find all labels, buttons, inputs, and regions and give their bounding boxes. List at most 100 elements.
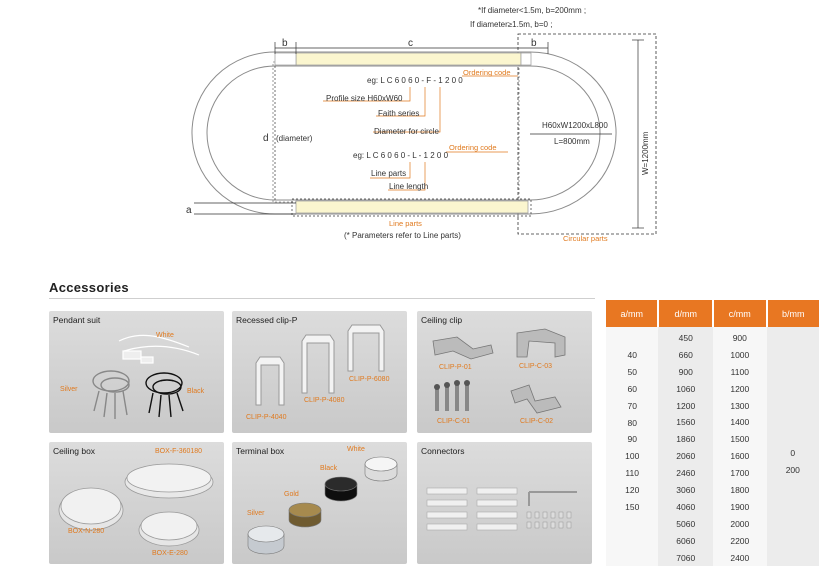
table-cell: 1000 (730, 349, 750, 360)
table-cell: 1800 (730, 485, 750, 496)
dim-b-left: b (282, 38, 288, 49)
table-cell: 2200 (730, 535, 750, 546)
table-cell: 40 (627, 350, 637, 360)
parameter-note: (* Parameters refer to Line parts) (344, 231, 461, 240)
table-cell: 1060 (676, 383, 696, 394)
segment-b-right (520, 52, 532, 66)
label-clip-c-01: CLIP-C-01 (437, 418, 471, 425)
ceiling-clip-image (432, 328, 566, 414)
table-cell: 1200 (730, 383, 750, 394)
dim-a: a (186, 205, 192, 216)
panel-connectors: Connectors (417, 442, 592, 564)
panel-title: Ceiling box (53, 446, 96, 456)
table-cell: 1400 (730, 417, 750, 428)
pendant-suit-image (92, 334, 200, 419)
table-cell: 900 (732, 333, 747, 343)
header-a: a/mm (606, 300, 660, 327)
table-cell: 450 (678, 333, 693, 343)
terminal-box-image (247, 456, 398, 555)
table-cell: 660 (678, 349, 693, 360)
table-cell: 150 (625, 502, 640, 513)
table-cell: 2460 (676, 468, 696, 479)
ceiling-box-image (58, 463, 214, 547)
label-gold: Gold (284, 491, 299, 498)
label-black: Black (320, 465, 338, 472)
ordering-code-1: Ordering code (463, 68, 511, 77)
table-cell: 1860 (676, 434, 696, 445)
panel-terminal-box: Terminal box White Black Gold Silver (232, 442, 407, 564)
label-box-n: BOX-N-280 (68, 528, 105, 535)
line-part-top (295, 52, 522, 66)
label-clip-p-01: CLIP-P-01 (439, 364, 472, 371)
label-white: White (156, 332, 174, 339)
table-cell: 3060 (676, 485, 696, 496)
table-cell: 1900 (730, 501, 750, 512)
dim-diameter: (diameter) (276, 134, 313, 143)
ordering-code-2: Ordering code (449, 143, 497, 152)
label-black: Black (187, 388, 205, 395)
header-d: d/mm (658, 300, 715, 327)
table-cell: 2060 (676, 451, 696, 462)
leader-lines-2 (370, 151, 508, 191)
panel-title: Connectors (421, 446, 465, 456)
table-cell: 6060 (676, 535, 696, 546)
line-part-bottom (295, 200, 529, 214)
table-cell: 90 (627, 434, 637, 445)
panel-recessed-clip: Recessed clip-P CLIP-P-4040 CLIP-P-4080 … (232, 311, 407, 433)
table-cell: 1500 (730, 434, 750, 445)
profile-size: Profile size H60xW60 (326, 94, 403, 103)
leader-lines-1 (323, 75, 518, 133)
header-c: c/mm (713, 300, 768, 327)
panel-title: Terminal box (236, 446, 285, 456)
panel-title: Recessed clip-P (236, 315, 298, 325)
panel-title: Pendant suit (53, 315, 101, 325)
label-silver: Silver (60, 386, 78, 393)
circular-w: W=1200mm (641, 131, 650, 175)
panel-pendant-suit: Pendant suit White Silver Black (49, 311, 224, 433)
racetrack-shape (191, 51, 617, 215)
dim-b-right: b (531, 38, 537, 49)
label-box-f: BOX-F-360180 (155, 448, 203, 455)
dimension-lines (194, 39, 644, 229)
accessories-divider (49, 298, 595, 299)
table-cell: 100 (625, 451, 640, 462)
diameter-for-circle: Diameter for circle (374, 127, 439, 136)
dim-c: c (408, 38, 413, 49)
table-cell: 70 (627, 400, 637, 411)
label-clip-p-6080: CLIP-P-6080 (349, 376, 390, 383)
column-b-values: 0 200 (766, 327, 819, 567)
segment-b-left (274, 52, 297, 66)
note-line-1: *If diameter<1.5m, b=200mm ; (478, 6, 586, 15)
label-clip-p-4080: CLIP-P-4080 (304, 397, 345, 404)
table-cell: 0 (790, 448, 796, 458)
table-cell: 50 (627, 366, 637, 377)
line-parts-label: Line parts (371, 169, 406, 178)
table-cell: 2400 (730, 552, 750, 563)
accessories-heading: Accessories (49, 280, 129, 295)
header-b: b/mm (766, 300, 819, 327)
label-silver: Silver (247, 510, 265, 517)
label-clip-c-03: CLIP-C-03 (519, 363, 553, 370)
table-cell: 1700 (730, 468, 750, 479)
table-cell: 7060 (676, 552, 696, 563)
table-cell: 1300 (730, 400, 750, 411)
line-length: Line length (389, 182, 428, 191)
example-code-2: eg: L C 6 0 6 0 - L - 1 2 0 0 (353, 151, 449, 160)
note-line-2: If diameter≥1.5m, b=0 ; (470, 20, 552, 29)
label-clip-p-4040: CLIP-P-4040 (246, 414, 287, 421)
connectors-image (426, 487, 577, 531)
label-white: White (347, 446, 365, 453)
track-layout-diagram: *If diameter<1.5m, b=200mm ; If diameter… (186, 6, 657, 243)
table-cell: 2000 (730, 518, 750, 529)
label-box-e: BOX-E-280 (152, 550, 188, 557)
faith-series: Faith series (378, 109, 419, 118)
table-cell: 200 (785, 464, 800, 475)
table-cell: 120 (625, 485, 640, 496)
table-cell: 5060 (676, 518, 696, 529)
label-clip-c-02: CLIP-C-02 (520, 418, 554, 425)
spec-table-header: a/mm d/mm c/mm b/mm (606, 300, 819, 327)
table-cell: 1100 (730, 366, 749, 377)
